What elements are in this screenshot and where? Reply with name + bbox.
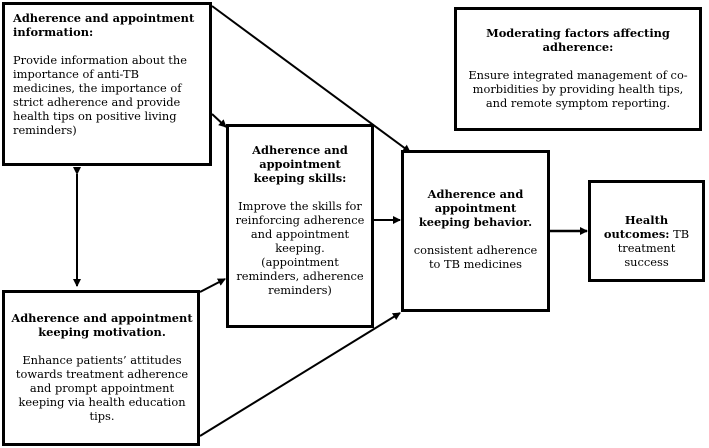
- skills-body: Improve the skills for reinforcing adher…: [235, 199, 365, 255]
- arrow-motivation-to-skills: [199, 278, 226, 293]
- outcomes-heading: Health outcomes:: [603, 213, 670, 241]
- skills-heading: Adherence and appointment keeping skills…: [252, 143, 348, 185]
- arrow-info-to-behavior: [211, 5, 411, 153]
- outcomes-body: TB treatment success: [617, 227, 690, 269]
- moderating-heading: Moderating factors affecting adherence:: [486, 26, 670, 54]
- box-adherence-motivation: Adherence and appointment keeping motiva…: [2, 290, 200, 446]
- behavior-body: consistent adherence to TB medicines: [413, 243, 538, 271]
- box-health-outcomes: Health outcomes: TB treatment success: [588, 180, 705, 282]
- arrow-motivation-to-behavior: [199, 312, 401, 437]
- box-moderating-factors: Moderating factors affecting adherence: …: [454, 7, 702, 131]
- motivation-heading: Adherence and appointment keeping motiva…: [11, 311, 193, 339]
- information-heading: Adherence and appointment information:: [13, 11, 195, 39]
- moderating-body: Ensure integrated management of co-morbi…: [468, 68, 688, 110]
- box-adherence-behavior: Adherence and appointment keeping behavi…: [401, 150, 550, 312]
- information-body: Provide information about the importance…: [13, 53, 187, 137]
- motivation-body: Enhance patients’ attitudes towards trea…: [15, 353, 189, 423]
- arrow-info-to-skills: [211, 113, 227, 128]
- skills-body-reminders: (appointment reminders, adherence remind…: [236, 255, 364, 297]
- box-adherence-information: Adherence and appointment information: P…: [2, 2, 212, 166]
- box-adherence-skills: Adherence and appointment keeping skills…: [226, 124, 374, 328]
- behavior-heading: Adherence and appointment keeping behavi…: [418, 187, 533, 229]
